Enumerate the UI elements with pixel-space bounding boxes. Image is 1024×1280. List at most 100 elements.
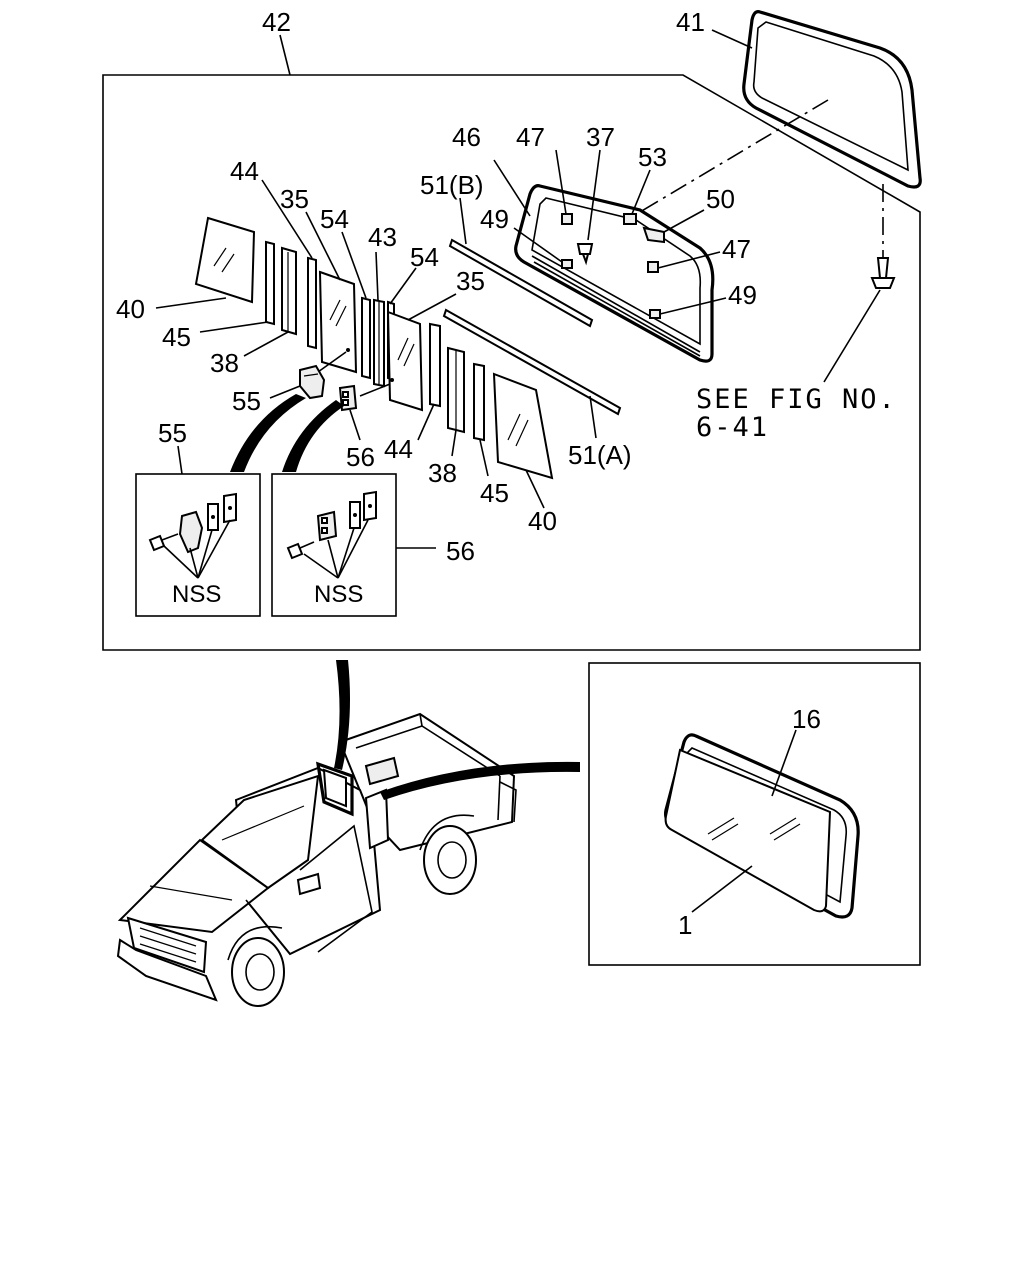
callout-46: 46 (452, 122, 481, 152)
leader-46 (493, 159, 531, 217)
callout-42: 42 (262, 7, 291, 37)
nss-parts-left (148, 492, 237, 579)
seal-44-right (429, 322, 441, 408)
leader-45-right (479, 439, 489, 477)
callout-56-box: 56 (446, 536, 475, 566)
screw-icon (870, 257, 896, 289)
leader-38-right (451, 429, 457, 457)
callout-44-right: 44 (384, 434, 413, 464)
leader-49-left (513, 227, 563, 263)
leader-44-right (417, 403, 435, 441)
callout-40-left: 40 (116, 294, 145, 324)
leader-1 (691, 865, 753, 913)
latch-50 (642, 226, 665, 244)
leader-glass-to-56 (359, 383, 391, 397)
assembly-frame (102, 74, 921, 651)
leader-44-left (261, 179, 313, 259)
callout-45-left: 45 (162, 322, 191, 352)
leader-45-left (199, 321, 269, 333)
glass-35-left (318, 270, 358, 374)
callout-43: 43 (368, 222, 397, 252)
division-bar-43 (373, 298, 385, 388)
arc-to-nss-left (230, 394, 306, 472)
leader-37 (587, 149, 601, 241)
strip-54-left (361, 296, 371, 380)
leader-38-left (243, 331, 289, 357)
nss-parts-right (286, 490, 377, 579)
pickup-truck-illustration (116, 712, 517, 1007)
leader-see-fig (823, 289, 881, 383)
screw-37 (576, 243, 594, 266)
callout-47-top: 47 (516, 122, 545, 152)
glass-40-right (492, 372, 554, 480)
arc-truck-to-frame (334, 660, 350, 770)
nss-box-right (271, 473, 397, 617)
leader-glass-to-55 (317, 351, 347, 373)
leader-49-right (659, 297, 727, 315)
clip-49-right (649, 309, 661, 319)
leader-55-box (177, 445, 183, 475)
leader-50 (663, 209, 705, 233)
leader-35-left (305, 211, 341, 281)
leader-51a (589, 395, 597, 439)
seal-44-left (307, 256, 317, 350)
callout-40-right: 40 (528, 506, 557, 536)
nss-label-right: NSS (314, 581, 363, 608)
rail-51b (448, 238, 594, 328)
nss-box-left (135, 473, 261, 617)
callout-38-right: 38 (428, 458, 457, 488)
leader-40-right (525, 469, 545, 509)
see-fig-line2: 6-41 (696, 412, 769, 443)
clip-47-right (647, 261, 659, 273)
leader-41 (711, 29, 753, 49)
leader-55 (269, 385, 301, 399)
latch-56 (338, 384, 358, 412)
clip-49-left (561, 259, 573, 269)
callout-45-right: 45 (480, 478, 509, 508)
clip-47-left (561, 213, 573, 225)
callout-49-left: 49 (480, 204, 509, 234)
callout-35-right: 35 (456, 266, 485, 296)
channel-38-left (281, 246, 297, 336)
glass-35-right (386, 310, 424, 412)
channel-45-left (265, 240, 275, 326)
leader-35-right (407, 293, 457, 321)
leader-54-left (341, 231, 367, 299)
callout-54-top: 54 (320, 204, 349, 234)
leader-47-left (555, 149, 567, 215)
arc-truck-to-inset (380, 761, 580, 800)
callout-51b: 51(B) (420, 170, 484, 200)
leader-43 (375, 251, 379, 301)
sliding-window-frame-46 (514, 184, 715, 363)
leader-47-right (657, 251, 721, 269)
leader-56 (349, 409, 361, 441)
glass-40-left (194, 216, 256, 304)
callout-16: 16 (792, 704, 821, 734)
leader-54-right (389, 267, 417, 305)
callout-50: 50 (706, 184, 735, 214)
leader-40-left (155, 297, 227, 309)
leader-53 (631, 169, 651, 215)
rear-glass-inset (664, 733, 860, 919)
callout-1: 1 (678, 910, 692, 940)
callout-37: 37 (586, 122, 615, 152)
arc-to-nss-right (282, 400, 344, 472)
callout-38-left: 38 (210, 348, 239, 378)
callout-49-right: 49 (728, 280, 757, 310)
leader-51b (459, 197, 467, 245)
rear-window-weatherstrip-41 (742, 10, 922, 189)
channel-38-right (447, 346, 465, 434)
centerline-41-to-glass (639, 99, 829, 213)
callout-55-box: 55 (158, 418, 187, 448)
callout-54-right: 54 (410, 242, 439, 272)
leader-16 (771, 729, 797, 797)
callout-53: 53 (638, 142, 667, 172)
see-fig-line1: SEE FIG NO. (696, 384, 897, 415)
inset-box (588, 662, 921, 966)
callout-51a: 51(A) (568, 440, 632, 470)
callout-47-right: 47 (722, 234, 751, 264)
callout-56-mid: 56 (346, 442, 375, 472)
callout-44-top: 44 (230, 156, 259, 186)
leader-42 (279, 34, 291, 76)
nss-label-left: NSS (172, 581, 221, 608)
